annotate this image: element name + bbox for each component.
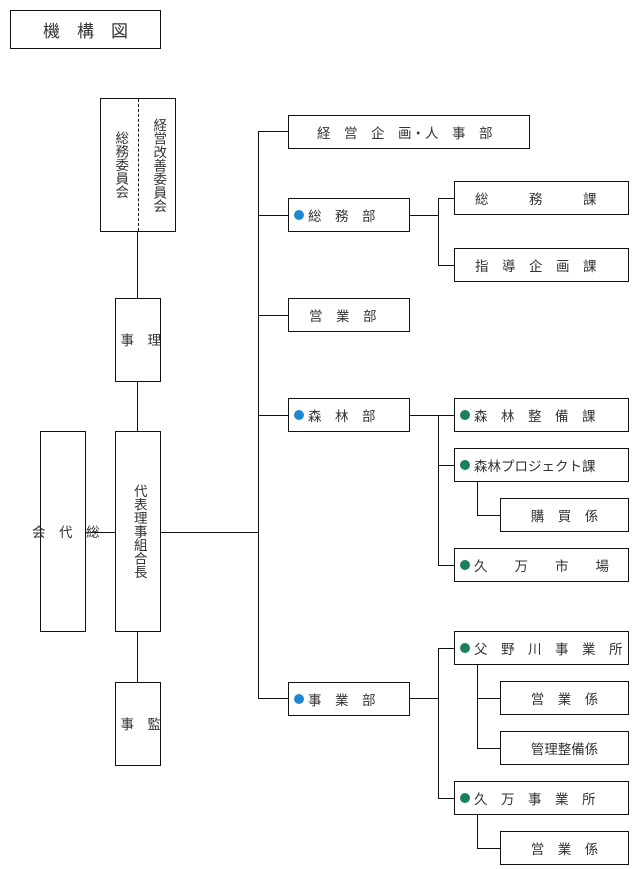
connector-line xyxy=(477,748,501,750)
section-guidance-planning: 指 導 企 画 課 xyxy=(454,248,629,282)
committee-management-improvement: 経営改善委員会 xyxy=(150,117,167,213)
green-dot-icon xyxy=(460,793,470,803)
chart-title-text: 機 構 図 xyxy=(43,22,128,42)
dept-label: 営 業 部 xyxy=(309,309,377,325)
connector-line xyxy=(477,665,479,749)
section-label: 指 導 企 画 課 xyxy=(475,259,597,275)
connector-line xyxy=(409,215,439,217)
dept-label: 事 業 部 xyxy=(308,693,376,709)
connector-line xyxy=(438,648,455,650)
connector-line xyxy=(85,532,116,534)
section-label: 久 万 事 業 所 xyxy=(474,792,596,808)
connector-line xyxy=(258,315,289,317)
general-assembly-box: 総 代 会 xyxy=(29,431,99,632)
dept-label: 総 務 部 xyxy=(308,209,376,225)
green-dot-icon xyxy=(460,643,470,653)
connector-line xyxy=(258,215,289,217)
section-general-affairs: 総 務 課 xyxy=(454,181,629,215)
connector-line xyxy=(438,198,440,265)
section-chichinokawa-office: 父 野 川 事 業 所 xyxy=(454,631,629,665)
section-kuman-office: 久 万 事 業 所 xyxy=(454,781,629,815)
green-dot-icon xyxy=(460,460,470,470)
connector-line xyxy=(258,415,289,417)
unit-label: 営 業 係 xyxy=(530,692,599,708)
connector-line xyxy=(477,482,479,515)
president-label: 代表理事組合長 xyxy=(130,484,147,579)
unit-label: 管理整備係 xyxy=(530,742,599,758)
connector-line xyxy=(438,198,455,200)
unit-label: 購 買 係 xyxy=(530,509,599,525)
unit-chichinokawa-sales: 営 業 係 xyxy=(500,681,629,715)
blue-dot-icon xyxy=(294,210,304,220)
committees-box: 総務委員会 経営改善委員会 xyxy=(100,98,176,232)
chart-title: 機 構 図 xyxy=(10,10,161,49)
blue-dot-icon xyxy=(294,694,304,704)
dept-general-affairs: 総 務 部 xyxy=(288,198,410,232)
auditors-label: 監 事 xyxy=(117,717,161,731)
section-label: 森 林 整 備 課 xyxy=(474,409,596,425)
connector-line xyxy=(137,631,139,682)
unit-kuman-sales: 営 業 係 xyxy=(500,831,629,865)
section-label: 森林プロジェクト課 xyxy=(474,459,596,475)
section-label: 父 野 川 事 業 所 xyxy=(474,642,623,658)
green-dot-icon xyxy=(460,410,470,420)
unit-label: 営 業 係 xyxy=(530,842,599,858)
connector-line xyxy=(477,848,501,850)
section-forest-project: 森林プロジェクト課 xyxy=(454,448,629,482)
connector-line xyxy=(258,698,289,700)
dept-operations: 事 業 部 xyxy=(288,682,410,716)
connector-line xyxy=(438,648,440,798)
dept-label: 森 林 部 xyxy=(308,409,376,425)
connector-line xyxy=(409,698,439,700)
dept-label: 経 営 企 画・人 事 部 xyxy=(317,126,493,142)
blue-dot-icon xyxy=(294,410,304,420)
directors-label: 理 事 xyxy=(117,333,161,347)
committee-divider xyxy=(138,99,139,231)
committee-general-affairs: 総務委員会 xyxy=(112,131,129,199)
connector-line xyxy=(438,465,455,467)
connector-line xyxy=(438,265,455,267)
connector-line xyxy=(137,381,139,432)
connector-line xyxy=(160,532,259,534)
president-box: 代表理事組合長 xyxy=(115,431,161,632)
directors-box: 理 事 xyxy=(115,298,161,382)
green-dot-icon xyxy=(460,560,470,570)
section-label: 久 万 市 場 xyxy=(474,559,609,575)
connector-line xyxy=(438,415,455,417)
section-label: 総 務 課 xyxy=(475,192,597,208)
connector-line xyxy=(258,131,260,698)
dept-management-planning-hr: 経 営 企 画・人 事 部 xyxy=(288,115,530,149)
dept-forestry: 森 林 部 xyxy=(288,398,410,432)
connector-line xyxy=(438,565,455,567)
section-kuman-market: 久 万 市 場 xyxy=(454,548,629,582)
dept-sales: 営 業 部 xyxy=(288,298,410,332)
connector-line xyxy=(438,415,440,565)
connector-line xyxy=(258,131,289,133)
general-assembly-label: 総 代 会 xyxy=(28,524,99,539)
connector-line xyxy=(477,815,479,849)
unit-chichinokawa-maintenance: 管理整備係 xyxy=(500,731,629,765)
connector-line xyxy=(477,515,501,517)
connector-line xyxy=(409,415,439,417)
unit-purchasing: 購 買 係 xyxy=(500,498,629,532)
connector-line xyxy=(477,698,501,700)
connector-line xyxy=(438,798,455,800)
section-forest-maintenance: 森 林 整 備 課 xyxy=(454,398,629,432)
auditors-box: 監 事 xyxy=(115,682,161,766)
connector-line xyxy=(137,231,139,298)
